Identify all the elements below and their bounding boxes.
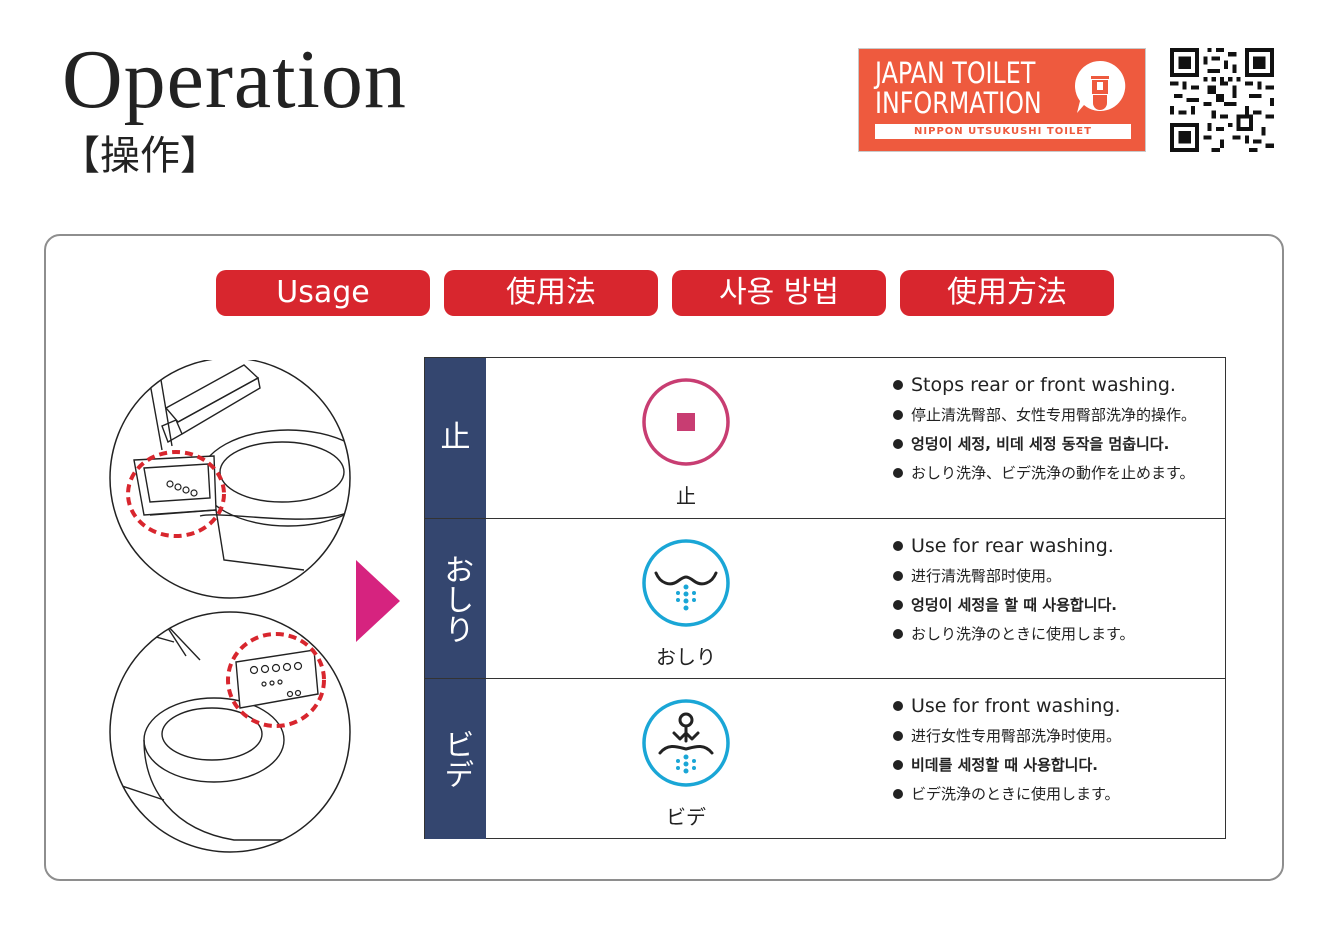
arrow-right-icon: [356, 560, 400, 642]
desc-korean: 엉덩이 세정, 비데 세정 동작을 멈춥니다.: [893, 433, 1223, 454]
row-label-bidet-text: ビデ: [438, 729, 474, 789]
toilet-badge-icon: [1075, 60, 1126, 113]
desc-japanese: おしり洗浄、ビデ洗浄の動作を止めます。: [893, 462, 1223, 483]
logo-strip-text: NIPPON UTSUKUSHI TOILET: [875, 124, 1131, 139]
stop-icon: [642, 378, 730, 466]
row-label-rear-wash: おしり: [425, 519, 486, 679]
desc-chinese: 停止清洗臀部、女性专用臀部洗净的操作。: [893, 404, 1223, 425]
table-row-stop: 止 止 Stops rear or front washing. 停止清洗臀部、…: [425, 358, 1225, 518]
page-title: Operation: [62, 33, 407, 126]
table-row-rear-wash: おしり おしり Use for rear washing. 进行清洗臀部时使用。…: [425, 518, 1225, 679]
row-label-stop: 止: [425, 358, 486, 518]
logo-line-2: INFORMATION: [875, 86, 1042, 120]
desc-chinese: 进行女性专用臀部洗净时使用。: [893, 725, 1223, 746]
rear-wash-icon-label: おしり: [656, 645, 716, 669]
seat-side-panel-illustration: [109, 360, 351, 599]
japan-toilet-information-logo: JAPAN TOILET INFORMATION NIPPON UTSUKUSH…: [858, 48, 1146, 152]
tab-usage-chinese: 使用方法: [900, 270, 1114, 316]
stop-icon-label: 止: [676, 484, 696, 508]
tab-usage-japanese: 使用法: [444, 270, 658, 316]
tab-usage-english: Usage: [216, 270, 430, 316]
desc-japanese: おしり洗浄のときに使用します。: [893, 623, 1223, 644]
tab-usage-korean: 사용 방법: [672, 270, 886, 316]
desc-korean: 엉덩이 세정을 할 때 사용합니다.: [893, 594, 1223, 615]
toilet-illustration: [109, 360, 351, 853]
desc-chinese: 进行清洗臀部时使用。: [893, 565, 1223, 586]
button-usage-table: 止 止 Stops rear or front washing. 停止清洗臀部、…: [424, 357, 1226, 839]
desc-english: Stops rear or front washing.: [893, 374, 1223, 396]
desc-english: Use for front washing.: [893, 695, 1223, 717]
logo-line-1: JAPAN TOILET: [875, 56, 1036, 90]
bidet-icon-label: ビデ: [666, 805, 706, 829]
rear-wash-description: Use for rear washing. 进行清洗臀部时使用。 엉덩이 세정을…: [893, 535, 1223, 652]
row-label-rear-wash-text: おしり: [438, 554, 474, 644]
desc-japanese: ビデ洗浄のときに使用します。: [893, 783, 1223, 804]
bidet-description: Use for front washing. 进行女性专用臀部洗净时使用。 비데…: [893, 695, 1223, 812]
table-row-bidet: ビデ ビデ Use for front washing. 进行女性专用臀部洗净时…: [425, 678, 1225, 839]
bidet-icon: [642, 699, 730, 787]
desc-english: Use for rear washing.: [893, 535, 1223, 557]
stop-description: Stops rear or front washing. 停止清洗臀部、女性专用…: [893, 374, 1223, 491]
qr-code: [1170, 48, 1274, 152]
row-label-bidet: ビデ: [425, 679, 486, 839]
page-subtitle: 【操作】: [60, 133, 220, 179]
rear-wash-icon: [642, 539, 730, 627]
desc-korean: 비데를 세정할 때 사용합니다.: [893, 754, 1223, 775]
wall-remote-illustration: [109, 611, 351, 853]
